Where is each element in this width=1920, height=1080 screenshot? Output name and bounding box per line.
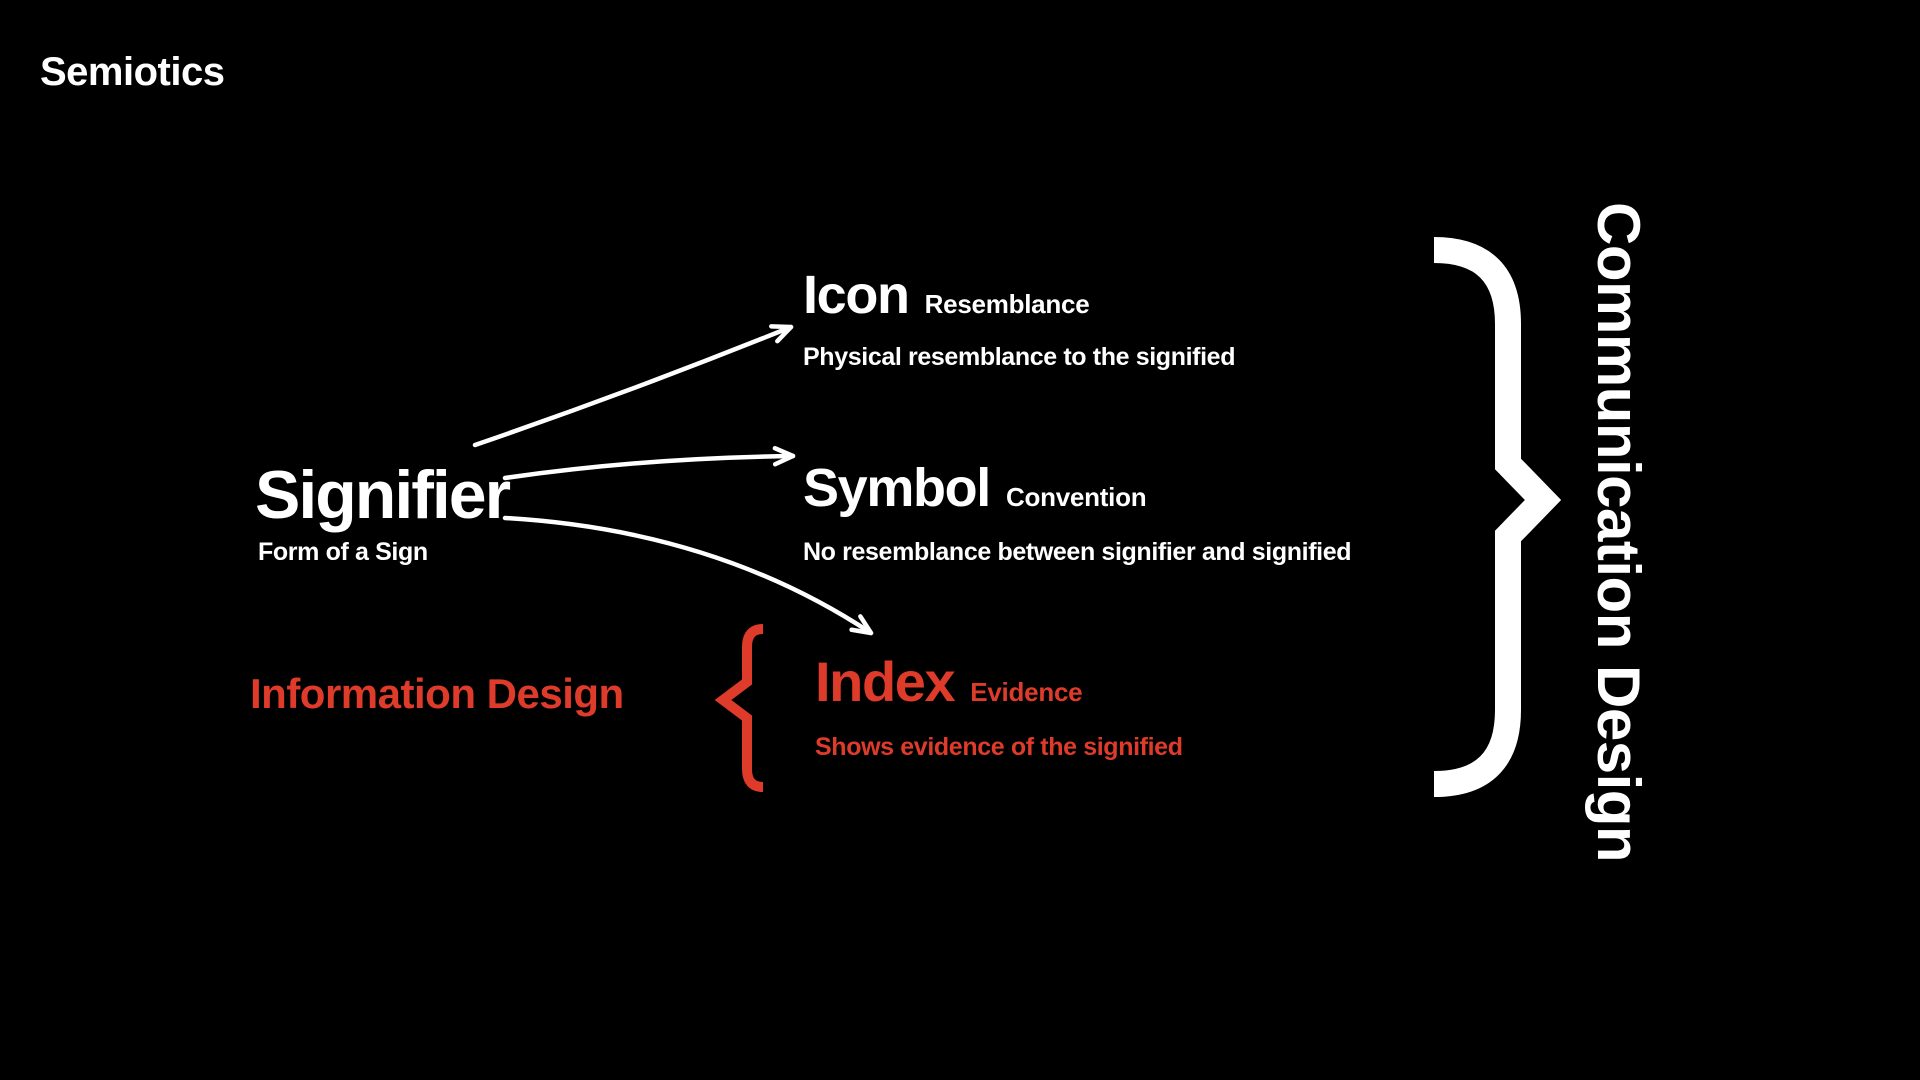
symbol-heading: Symbol [803,458,991,518]
information-design-brace [714,624,764,792]
icon-description: Physical resemblance to the signified [803,343,1236,371]
signifier-heading: Signifier [255,457,511,533]
index-heading: Index [815,650,956,713]
icon-tag: Resemblance [924,289,1090,319]
communication-design-brace [1433,237,1562,797]
branch-icon-node: Icon Resemblance Physical resemblance to… [803,268,1235,372]
slide-title: Semiotics [40,50,225,94]
index-tag: Evidence [970,677,1083,707]
arrow-signifier-to-symbol [502,445,796,481]
information-design-label: Information Design [250,670,624,717]
signifier-node: Signifier Form of a Sign [255,457,511,567]
symbol-description: No resemblance between signifier and sig… [803,538,1352,566]
communication-design-label: Communication Design [1585,202,1652,863]
arrow-signifier-to-icon [472,324,794,448]
branch-index-node: Index Evidence Shows evidence of the sig… [815,654,1183,762]
index-description: Shows evidence of the signified [815,733,1183,761]
signifier-subtitle: Form of a Sign [258,538,428,566]
arrow-signifier-to-index [502,515,874,636]
branch-symbol-node: Symbol Convention No resemblance between… [803,458,1352,567]
symbol-tag: Convention [1005,482,1147,512]
icon-heading: Icon [803,265,910,325]
